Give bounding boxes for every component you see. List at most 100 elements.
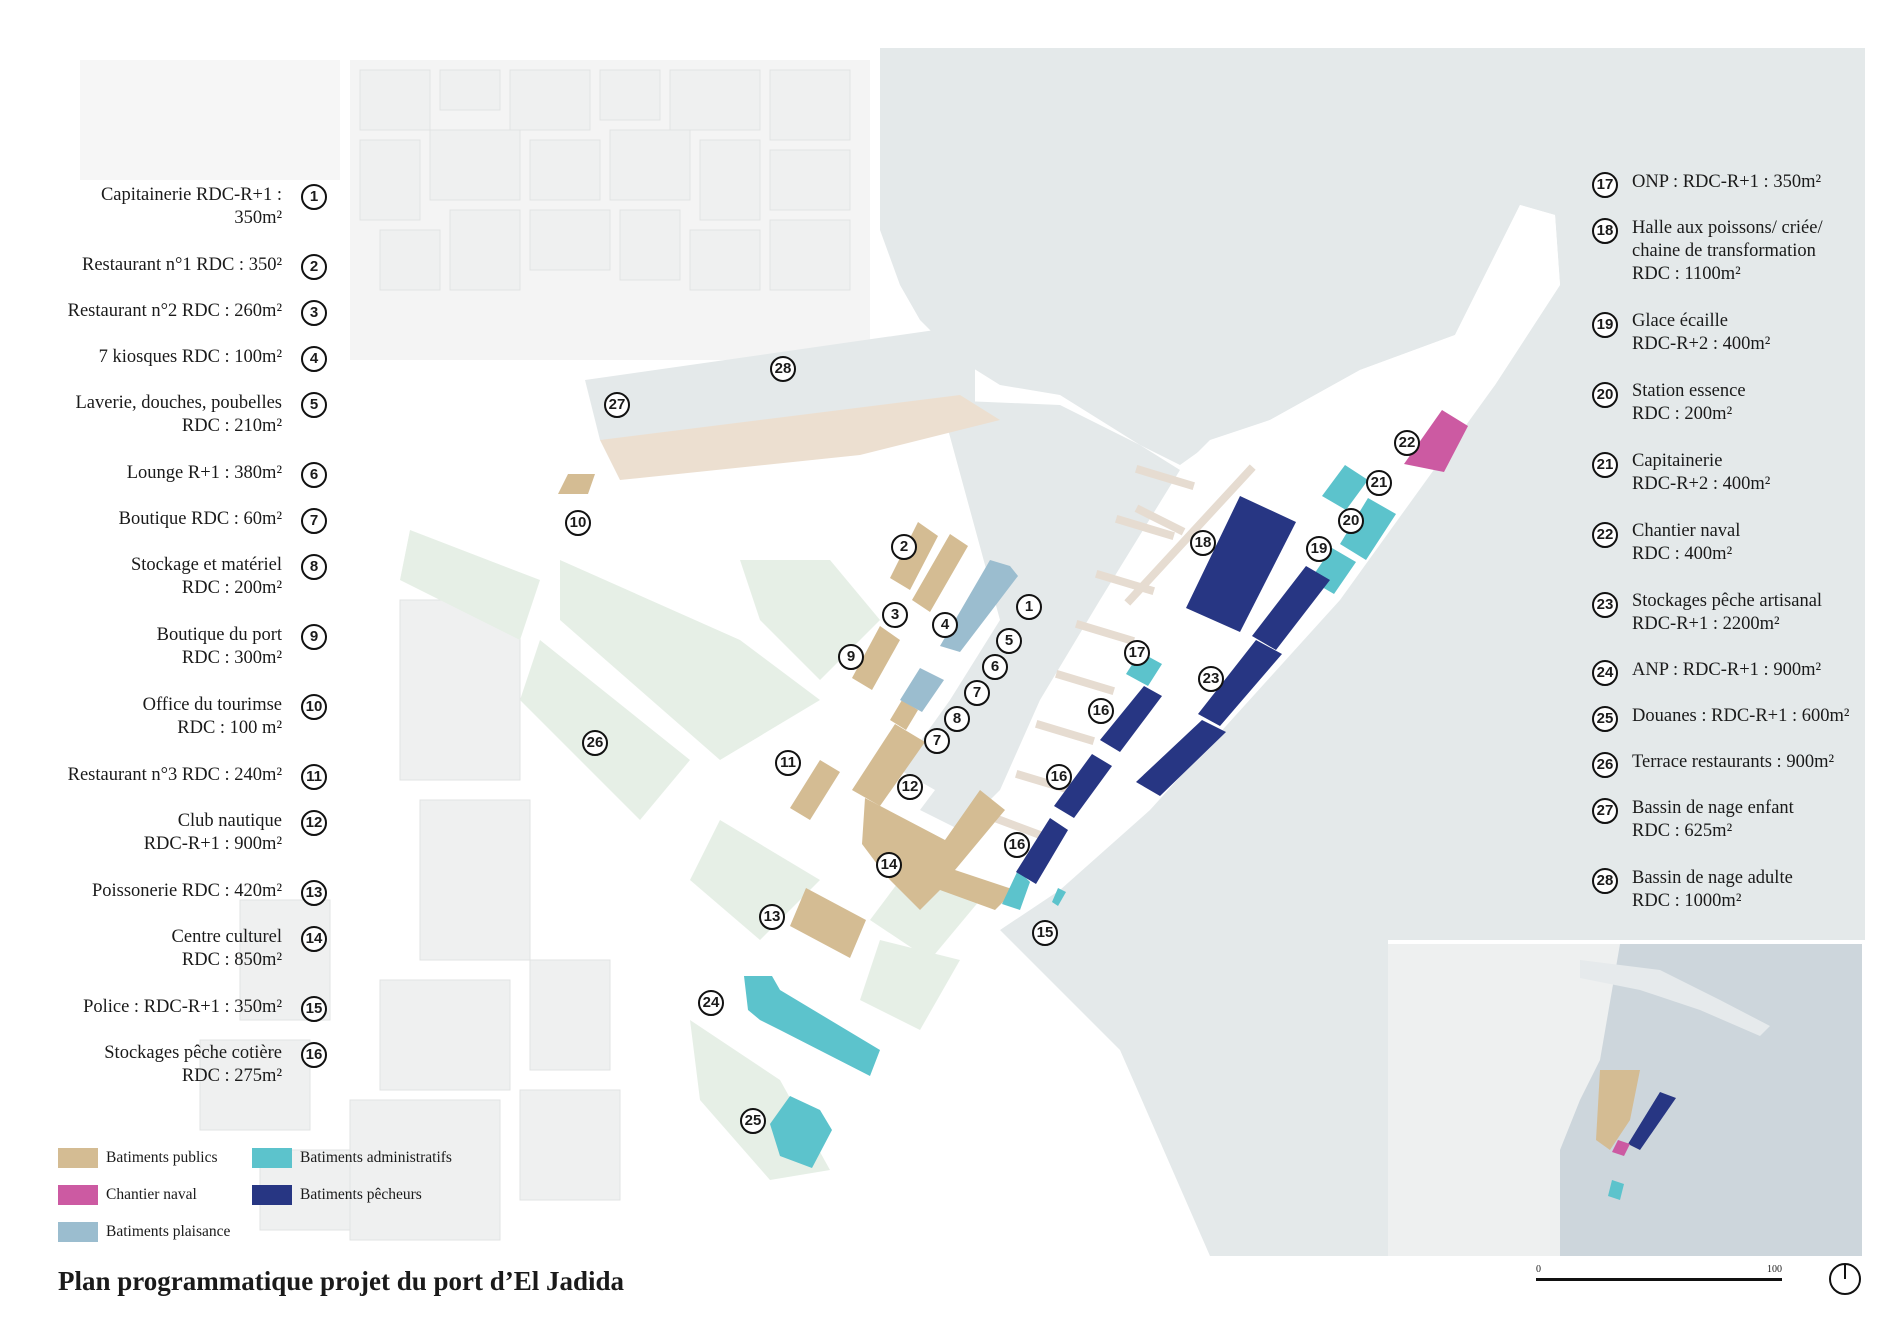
city-blocks xyxy=(80,60,870,1241)
legend-marker: 3 xyxy=(301,300,327,326)
map-marker: 27 xyxy=(604,392,630,418)
green-spaces xyxy=(400,530,980,1180)
key-swatch xyxy=(252,1148,292,1168)
map-marker: 21 xyxy=(1366,470,1392,496)
key-swatch xyxy=(58,1185,98,1205)
map-marker: 2 xyxy=(891,534,917,560)
inset-location-map xyxy=(1388,944,1862,1256)
legend-marker: 4 xyxy=(301,346,327,372)
map-marker: 23 xyxy=(1198,666,1224,692)
legend-marker: 28 xyxy=(1592,868,1618,894)
legend-marker: 13 xyxy=(301,880,327,906)
legend-marker: 26 xyxy=(1592,752,1618,778)
shipyard-building xyxy=(1404,410,1468,472)
map-marker: 16 xyxy=(1004,832,1030,858)
legend-item: Halle aux poissons/ criée/chaine de tran… xyxy=(1632,218,1823,284)
legend-marker: 27 xyxy=(1592,798,1618,824)
marina-buildings xyxy=(900,560,1018,712)
scale-line xyxy=(1536,1278,1782,1281)
map-marker: 24 xyxy=(698,990,724,1016)
legend-item: Capitainerie RDC-R+1 :350m² xyxy=(100,185,282,228)
sea xyxy=(880,48,1865,1256)
legend-marker: 2 xyxy=(301,254,327,280)
legend-marker: 21 xyxy=(1592,452,1618,478)
legend-marker: 1 xyxy=(301,184,327,210)
map-marker: 18 xyxy=(1190,530,1216,556)
legend-marker: 6 xyxy=(301,462,327,488)
map-marker: 14 xyxy=(876,852,902,878)
map-marker: 22 xyxy=(1394,430,1420,456)
legend-marker: 8 xyxy=(301,554,327,580)
legend-marker: 11 xyxy=(301,764,327,790)
legend-item: 7 kiosques RDC : 100m² xyxy=(98,347,282,367)
legend-marker: 19 xyxy=(1592,312,1618,338)
map-marker: 28 xyxy=(770,356,796,382)
page-title: Plan programmatique projet du port d’El … xyxy=(58,1266,625,1296)
legend-item: Poissonerie RDC : 420m² xyxy=(91,881,282,901)
piers xyxy=(994,464,1256,841)
public-buildings xyxy=(558,474,1015,958)
legend-marker: 25 xyxy=(1592,706,1618,732)
legend-marker: 22 xyxy=(1592,522,1618,548)
legend-item: Restaurant n°1 RDC : 350² xyxy=(82,255,282,275)
map-marker: 3 xyxy=(882,602,908,628)
map-marker: 16 xyxy=(1046,764,1072,790)
map-marker: 7 xyxy=(964,680,990,706)
map-marker: 9 xyxy=(838,644,864,670)
legend-item: Terrace restaurants : 900m² xyxy=(1632,752,1835,772)
legend-item: Douanes : RDC-R+1 : 600m² xyxy=(1632,706,1850,726)
legend-marker: 20 xyxy=(1592,382,1618,408)
legend-item: Lounge R+1 : 380m² xyxy=(126,463,282,483)
legend-marker: 9 xyxy=(301,624,327,650)
key-swatch xyxy=(58,1222,98,1242)
map-marker: 17 xyxy=(1124,640,1150,666)
map-marker: 12 xyxy=(897,774,923,800)
legend-marker: 14 xyxy=(301,926,327,952)
key-swatch xyxy=(252,1185,292,1205)
map-marker: 8 xyxy=(944,706,970,732)
key-item: Batiments administratifs xyxy=(252,1148,452,1168)
administrative-buildings xyxy=(744,465,1396,1168)
legend-marker: 5 xyxy=(301,392,327,418)
map-marker: 25 xyxy=(740,1108,766,1134)
map-marker: 15 xyxy=(1032,920,1058,946)
key-swatch xyxy=(58,1148,98,1168)
legend-item: Restaurant n°2 RDC : 260m² xyxy=(67,301,282,321)
scale-start: 0 xyxy=(1536,1264,1541,1275)
quay-beige xyxy=(600,395,1000,480)
legend-marker: 23 xyxy=(1592,592,1618,618)
map-marker: 6 xyxy=(982,654,1008,680)
key-item: Batiments pêcheurs xyxy=(252,1185,422,1205)
map-marker: 20 xyxy=(1338,508,1364,534)
legend-item: ANP : RDC-R+1 : 900m² xyxy=(1632,660,1822,680)
key-item: Chantier naval xyxy=(58,1185,197,1205)
legend-item: Restaurant n°3 RDC : 240m² xyxy=(67,765,282,785)
scale-end: 100 xyxy=(1767,1264,1782,1275)
legend-item: ONP : RDC-R+1 : 350m² xyxy=(1632,172,1822,192)
map-marker: 1 xyxy=(1016,594,1042,620)
map-marker: 4 xyxy=(932,612,958,638)
legend-item: Boutique RDC : 60m² xyxy=(118,509,282,529)
map-marker: 26 xyxy=(582,730,608,756)
scale-bar: 0 100 xyxy=(1536,1264,1782,1290)
fishermen-buildings xyxy=(1016,496,1330,884)
harbour-water xyxy=(900,400,1180,830)
legend-marker: 12 xyxy=(301,810,327,836)
map-marker: 13 xyxy=(759,904,785,930)
legend-marker: 15 xyxy=(301,996,327,1022)
legend-marker: 18 xyxy=(1592,218,1618,244)
key-item: Batiments plaisance xyxy=(58,1222,230,1242)
key-item: Batiments publics xyxy=(58,1148,218,1168)
map-marker: 16 xyxy=(1088,698,1114,724)
map-marker: 7 xyxy=(924,728,950,754)
